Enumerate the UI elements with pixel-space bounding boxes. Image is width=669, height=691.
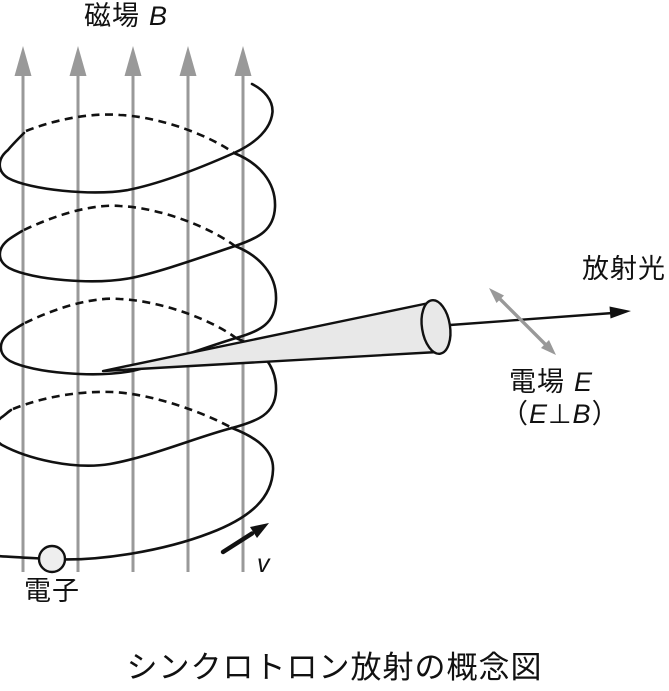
b-field-arrow <box>179 46 197 572</box>
cone-base-ellipse <box>420 299 452 355</box>
b-field-arrow <box>234 46 252 572</box>
helix-front-arc-4 <box>0 336 278 467</box>
magnetic-field-label-cjk: 磁場 <box>84 1 140 31</box>
figure-caption: シンクロトロン放射の概念図 <box>126 650 543 685</box>
helix-front-arc-1 <box>0 82 274 194</box>
b-field-arrow <box>124 46 142 572</box>
magnetic-field-symbol: B <box>149 1 169 31</box>
b-field-arrow <box>69 46 87 572</box>
b-field-arrow <box>14 46 32 572</box>
helix-back-arc-1 <box>25 113 235 155</box>
up-arrowhead-icon <box>234 46 252 76</box>
electric-field-label: 電場 E <box>509 367 594 398</box>
upright-arrowhead-icon <box>250 523 269 538</box>
cone-body <box>101 301 440 373</box>
velocity-label: v <box>257 550 271 578</box>
magnetic-field-label: 磁場 B <box>84 1 169 32</box>
helix-back-arc-4 <box>12 390 233 430</box>
electron-label: 電子 <box>24 576 80 606</box>
up-arrowhead-icon <box>69 46 87 76</box>
electric-field-label-cjk: 電場 <box>509 367 565 397</box>
radiation-cone <box>101 299 452 373</box>
electric-field-symbol: E <box>574 367 594 397</box>
helix-front-arc-2 <box>0 151 277 283</box>
electron-dot <box>37 544 67 574</box>
velocity-arrow <box>220 523 269 555</box>
helix-back-arc-2 <box>23 204 236 248</box>
up-arrowhead-icon <box>124 46 142 76</box>
e-field-double-arrow <box>489 288 556 355</box>
radiation-arrow <box>449 306 631 327</box>
radiation-light-label: 放射光 <box>582 254 666 284</box>
helix-back-arc-3 <box>24 297 237 340</box>
right-arrowhead-icon <box>609 306 631 319</box>
upleft-arrowhead-icon <box>489 288 504 303</box>
downright-arrowhead-icon <box>541 340 556 355</box>
b-field-arrows <box>14 46 252 572</box>
helix-front-arc-3 <box>0 244 278 376</box>
e-perp-b-label: （E⊥B） <box>501 399 620 429</box>
up-arrowhead-icon <box>179 46 197 76</box>
electron-helix <box>0 82 278 561</box>
helix-front-arc-5 <box>0 426 275 561</box>
up-arrowhead-icon <box>14 46 32 76</box>
